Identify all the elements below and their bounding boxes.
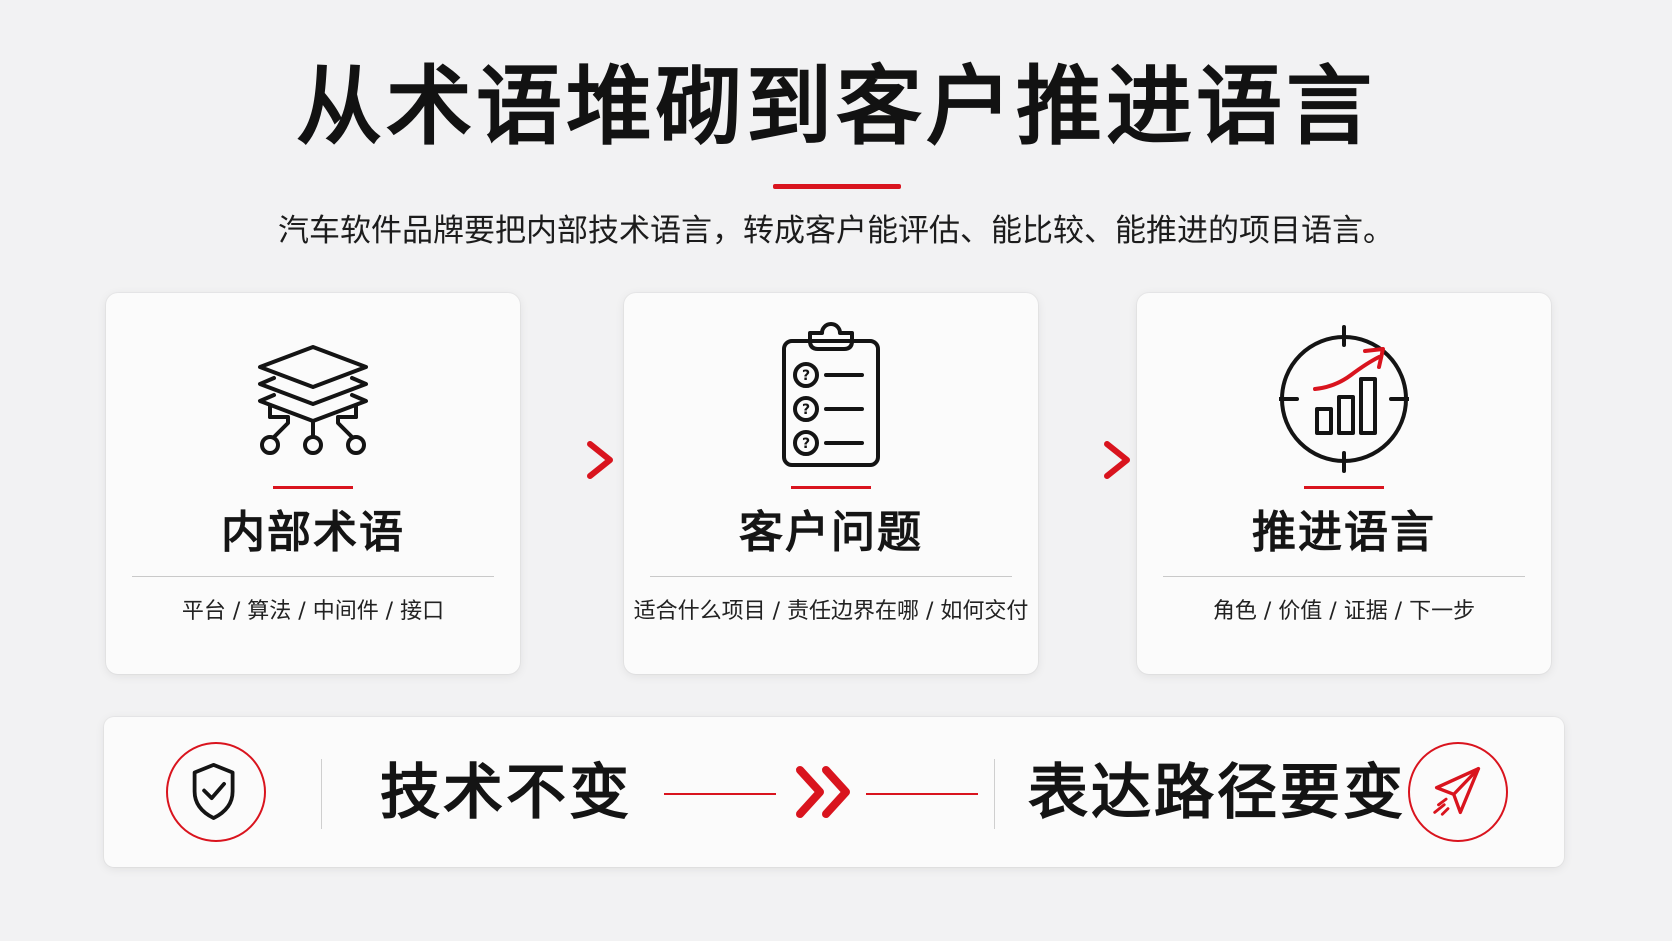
double-chevron-right-icon xyxy=(796,766,850,818)
card-customer-questions: ? ? ? 客户问题 适合什么项目 / 责任边界在哪 / 如何交付 xyxy=(624,293,1038,674)
card-title: 客户问题 xyxy=(739,507,923,558)
card-description: 角色 / 价值 / 证据 / 下一步 xyxy=(1212,599,1476,624)
shield-badge xyxy=(166,742,266,842)
arrow-right-icon xyxy=(526,441,613,479)
shield-check-icon xyxy=(192,763,235,820)
card-internal-jargon: 内部术语 平台 / 算法 / 中间件 / 接口 xyxy=(106,293,520,674)
clipboard-questions-icon: ? ? ? xyxy=(782,322,880,467)
card-divider xyxy=(1163,576,1525,577)
banner-separator xyxy=(321,759,322,829)
arrow-right-icon xyxy=(1043,441,1130,479)
card-title: 推进语言 xyxy=(1252,507,1436,558)
page-title: 从术语堆砌到客户推进语言 xyxy=(296,57,1376,157)
card-divider xyxy=(132,576,494,577)
target-growth-chart-icon xyxy=(1279,325,1409,473)
card-title: 内部术语 xyxy=(221,507,405,558)
page-subtitle: 汽车软件品牌要把内部技术语言，转成客户能评估、能比较、能推进的项目语言。 xyxy=(278,213,1394,249)
card-divider xyxy=(650,576,1012,577)
banner-connector-line xyxy=(664,793,776,795)
card-accent-rule xyxy=(273,486,353,489)
banner-left-text: 技术不变 xyxy=(380,758,632,828)
paper-plane-icon xyxy=(1433,767,1481,816)
banner-separator xyxy=(994,759,995,829)
card-accent-rule xyxy=(1304,486,1384,489)
svg-text:?: ? xyxy=(802,402,810,418)
title-underline xyxy=(773,184,901,189)
card-description: 适合什么项目 / 责任边界在哪 / 如何交付 xyxy=(633,599,1029,624)
card-accent-rule xyxy=(791,486,871,489)
svg-text:?: ? xyxy=(802,368,810,384)
card-advancing-language: 推进语言 角色 / 价值 / 证据 / 下一步 xyxy=(1137,293,1551,674)
layers-network-icon xyxy=(258,345,368,455)
card-description: 平台 / 算法 / 中间件 / 接口 xyxy=(181,599,445,624)
banner-right-text: 表达路径要变 xyxy=(1028,758,1406,828)
bottom-banner: 技术不变 表达路径要变 xyxy=(104,717,1564,867)
paper-plane-badge xyxy=(1408,742,1508,842)
svg-text:?: ? xyxy=(802,436,810,452)
banner-connector-line xyxy=(866,793,978,795)
